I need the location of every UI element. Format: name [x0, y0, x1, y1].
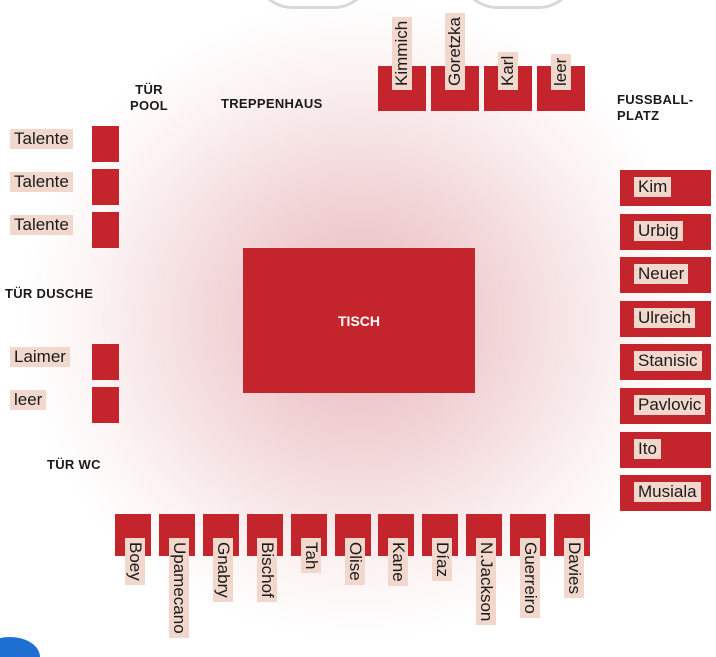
name-tag: Upamecano	[168, 538, 189, 638]
name-tag: Pavlovic	[634, 395, 706, 415]
corner-decoration	[0, 637, 40, 657]
seat-bottom-kane: Kane	[378, 514, 418, 586]
name-tag: Kane	[388, 538, 409, 586]
seat-left-laimer: Laimer	[10, 344, 119, 380]
table-label: TISCH	[338, 312, 380, 329]
decor-arc-right	[460, 0, 576, 9]
name-tag: Talente	[10, 172, 73, 192]
seat-right-neuer: Neuer	[620, 257, 711, 294]
seat-bottom-olise: Olise	[334, 514, 375, 585]
name-tag: Stanisic	[634, 351, 702, 372]
name-tag: Tah	[300, 538, 321, 574]
name-tag: Ulreich	[634, 307, 695, 328]
seat-right-stanisic: Stanisic	[620, 344, 711, 381]
name-tag: Neuer	[634, 264, 689, 285]
name-tag: Gnabry	[212, 538, 233, 602]
seat-bottom-tah: Tah	[290, 514, 331, 574]
seat-bottom-bischof: Bischof	[246, 514, 287, 602]
name-tag: leer	[10, 390, 47, 410]
name-tag: Kim	[634, 177, 672, 197]
seat-right-ulreich: Ulreich	[620, 300, 711, 337]
name-tag: Urbig	[634, 220, 683, 241]
seat-top-leer: leer	[537, 53, 585, 112]
name-tag: Talente	[10, 129, 73, 149]
seat-left-talente: Talente	[10, 126, 119, 162]
seat-right-ito: Ito	[620, 431, 711, 468]
seat-bottom-n-jackson: N.Jackson	[466, 514, 506, 626]
name-tag: Guerreiro	[520, 538, 541, 618]
seat-bottom-d-az: Díaz	[422, 514, 462, 581]
seat-bottom-upamecano: Upamecano	[158, 514, 199, 638]
seat-left-talente: Talente	[10, 212, 119, 248]
seat-right-pavlovic: Pavlovic	[620, 388, 711, 424]
seat-left-talente: Talente	[10, 169, 119, 205]
label-door-pool: TÜR POOL	[130, 82, 169, 113]
seat-bottom-boey: Boey	[115, 514, 155, 585]
label-door-wc: TÜR WC	[47, 457, 101, 472]
name-tag: Karl	[498, 51, 518, 90]
table: TISCH	[243, 248, 475, 393]
name-tag: Laimer	[10, 347, 70, 367]
name-tag: Talente	[10, 215, 73, 235]
seat-top-goretzka: Goretzka	[431, 13, 479, 112]
seat-bottom-guerreiro: Guerreiro	[510, 514, 550, 618]
seat-top-karl: Karl	[484, 51, 532, 112]
name-tag: Bischof	[256, 538, 277, 602]
chair	[92, 126, 119, 162]
name-tag: Musiala	[634, 482, 701, 503]
label-football-pitch: FUSSBALL- PLATZ	[617, 92, 694, 123]
seat-right-musiala: Musiala	[620, 475, 711, 512]
name-tag: N.Jackson	[476, 538, 497, 626]
chair	[92, 387, 119, 423]
seat-right-kim: Kim	[620, 170, 711, 206]
name-tag: Olise	[344, 538, 365, 585]
name-tag: Davies	[564, 538, 584, 598]
chair	[92, 344, 119, 380]
seat-bottom-davies: Davies	[554, 514, 594, 598]
name-tag: Goretzka	[445, 13, 465, 90]
chair	[92, 212, 119, 248]
label-door-shower: TÜR DUSCHE	[5, 286, 94, 301]
name-tag: leer	[551, 53, 571, 90]
label-stairwell: TREPPENHAUS	[221, 96, 323, 111]
seat-top-kimmich: Kimmich	[378, 16, 426, 112]
chair	[92, 169, 119, 205]
name-tag: Kimmich	[392, 16, 412, 90]
name-tag: Ito	[634, 438, 661, 459]
seat-bottom-gnabry: Gnabry	[202, 514, 243, 602]
name-tag: Boey	[125, 538, 145, 585]
seat-right-urbig: Urbig	[620, 213, 711, 250]
name-tag: Díaz	[432, 538, 453, 581]
seat-left-leer: leer	[10, 387, 119, 423]
decor-arc-left	[255, 0, 371, 9]
